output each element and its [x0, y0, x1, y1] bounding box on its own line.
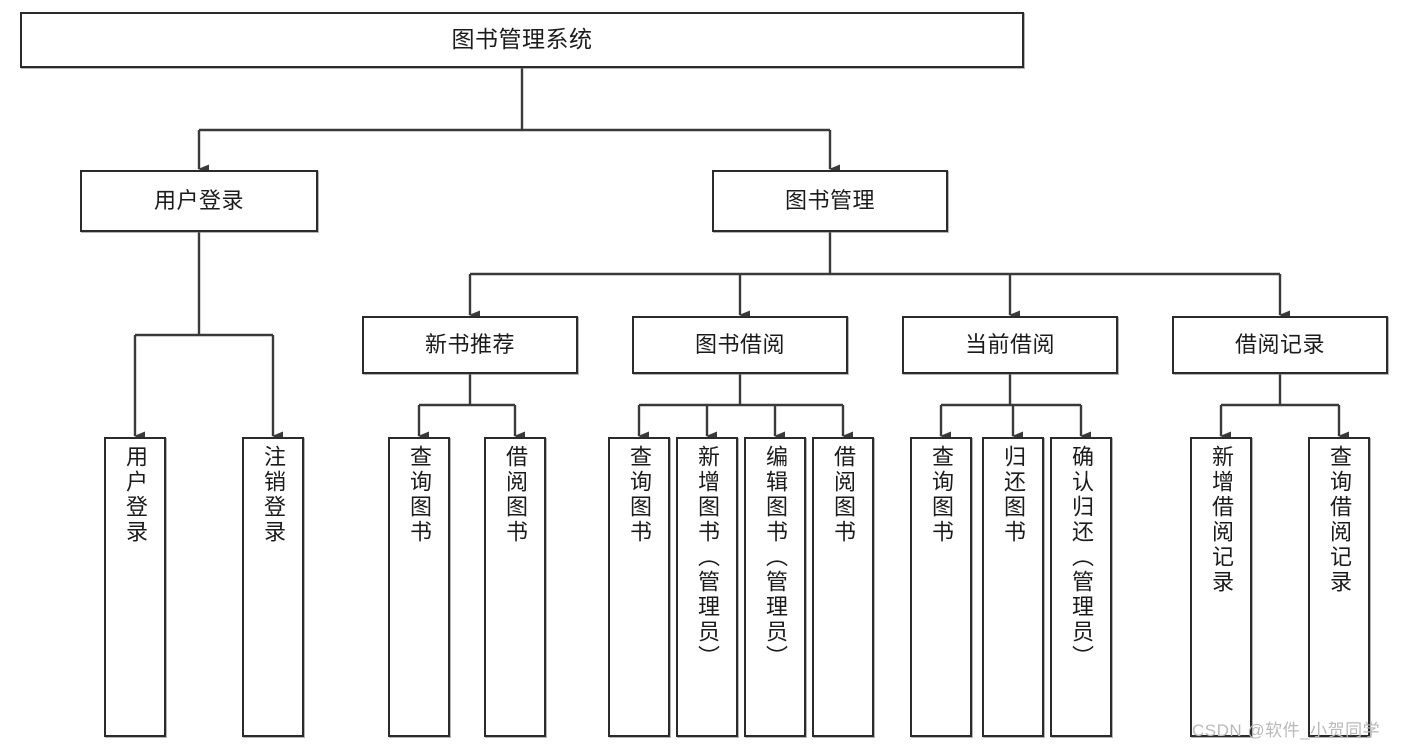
node-root[interactable]: 图书管理系统	[20, 12, 1024, 68]
node-label-leaf_cb_return: 归还图书	[1001, 445, 1026, 545]
node-new_book_rec[interactable]: 新书推荐	[362, 316, 578, 374]
node-label-leaf_br_query: 查询借阅记录	[1327, 445, 1352, 595]
node-leaf_cb_confirm[interactable]: 确认归还（管理员）	[1050, 437, 1112, 737]
node-label-current_borrow: 当前借阅	[964, 332, 1055, 358]
node-leaf_bb_add[interactable]: 新增图书（管理员）	[676, 437, 738, 737]
node-label-new_book_rec: 新书推荐	[424, 332, 515, 358]
node-label-book_borrow: 图书借阅	[694, 332, 785, 358]
node-label-user_login: 用户登录	[153, 188, 244, 214]
node-user_login[interactable]: 用户登录	[80, 170, 318, 232]
node-label-leaf_br_add: 新增借阅记录	[1209, 445, 1234, 595]
node-leaf_cb_query[interactable]: 查询图书	[910, 437, 972, 737]
node-label-leaf_rec_borrow: 借阅图书	[503, 445, 528, 545]
node-book_borrow[interactable]: 图书借阅	[632, 316, 848, 374]
node-leaf_br_add[interactable]: 新增借阅记录	[1190, 437, 1252, 737]
node-leaf_user_logout[interactable]: 注销登录	[242, 437, 304, 737]
node-label-leaf_user_logout: 注销登录	[261, 445, 286, 545]
node-label-leaf_bb_query: 查询图书	[627, 445, 652, 545]
node-borrow_record[interactable]: 借阅记录	[1172, 316, 1388, 374]
node-leaf_rec_borrow[interactable]: 借阅图书	[484, 437, 546, 737]
node-leaf_bb_borrow[interactable]: 借阅图书	[812, 437, 874, 737]
node-leaf_rec_query[interactable]: 查询图书	[388, 437, 450, 737]
node-label-leaf_bb_add: 新增图书（管理员）	[695, 445, 720, 670]
watermark-text: CSDN @软件_小贺同学	[1192, 721, 1381, 740]
node-leaf_br_query[interactable]: 查询借阅记录	[1308, 437, 1370, 737]
node-label-book_manage: 图书管理	[784, 188, 875, 214]
node-current_borrow[interactable]: 当前借阅	[902, 316, 1118, 374]
node-label-leaf_user_login: 用户登录	[123, 445, 148, 545]
node-label-leaf_rec_query: 查询图书	[407, 445, 432, 545]
node-label-leaf_bb_borrow: 借阅图书	[831, 445, 856, 545]
node-label-leaf_cb_confirm: 确认归还（管理员）	[1069, 445, 1094, 670]
node-leaf_bb_query[interactable]: 查询图书	[608, 437, 670, 737]
node-book_manage[interactable]: 图书管理	[712, 170, 948, 232]
edge-group	[133, 68, 1349, 441]
node-leaf_cb_return[interactable]: 归还图书	[982, 437, 1044, 737]
node-label-leaf_bb_edit: 编辑图书（管理员）	[763, 445, 788, 670]
node-label-borrow_record: 借阅记录	[1234, 332, 1325, 358]
node-label-root: 图书管理系统	[451, 26, 593, 53]
node-label-leaf_cb_query: 查询图书	[929, 445, 954, 545]
node-leaf_user_login[interactable]: 用户登录	[104, 437, 166, 737]
node-leaf_bb_edit[interactable]: 编辑图书（管理员）	[744, 437, 806, 737]
